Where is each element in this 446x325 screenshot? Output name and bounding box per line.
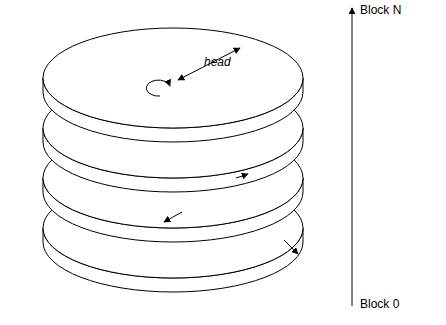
head-arrow bbox=[178, 48, 240, 80]
head-label: head bbox=[204, 56, 231, 69]
spin-arrow bbox=[284, 240, 298, 254]
rotation-arrow bbox=[146, 80, 170, 96]
axis-label: Block 0 bbox=[360, 298, 399, 311]
axis-label: Block N bbox=[360, 4, 401, 17]
block-axis bbox=[352, 8, 353, 306]
spin-arrow bbox=[164, 212, 182, 222]
spin-arrow bbox=[236, 174, 248, 178]
platter-stack bbox=[43, 28, 303, 292]
platter-top bbox=[43, 28, 303, 128]
